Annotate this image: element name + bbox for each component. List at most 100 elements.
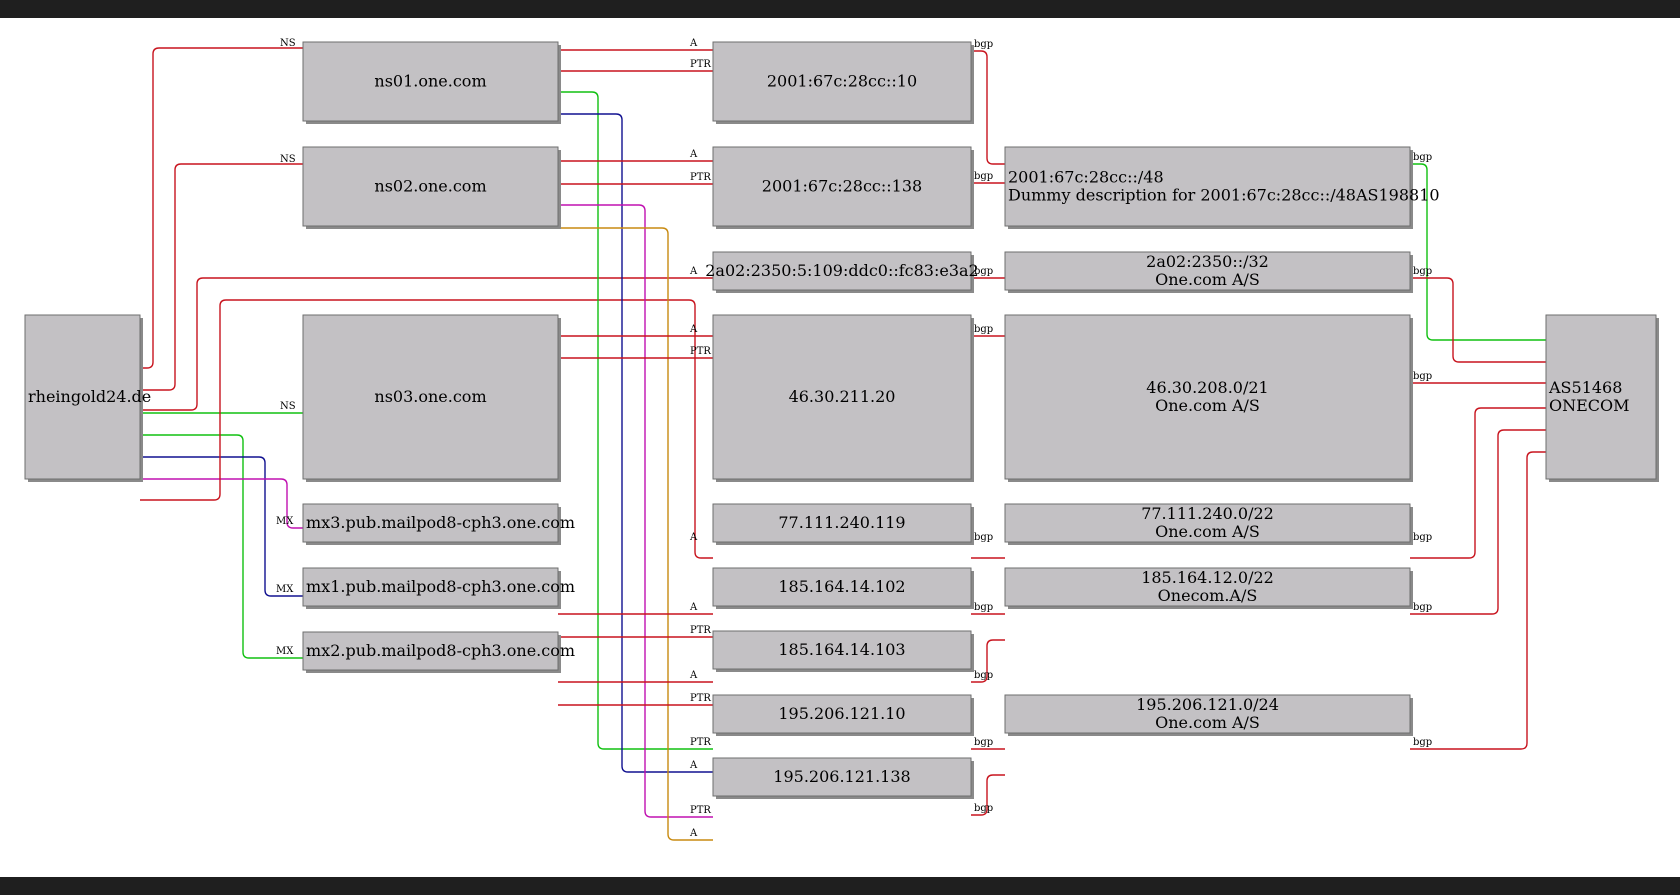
node-ns02[interactable]: ns02.one.com (302, 146, 561, 229)
edge-ip4-185-102-to-pfx-185: bgp (971, 602, 1005, 615)
node-ip4-195-10[interactable]: 195.206.121.10 (712, 694, 974, 736)
edge-ns02-to-ip4-195-138: A (558, 227, 713, 841)
node-label: Onecom.A/S (1158, 586, 1258, 605)
edge-ip4-195-10-to-pfx-195: bgp (971, 737, 1005, 750)
edge-label: bgp (974, 670, 993, 681)
edge-line (1410, 429, 1546, 615)
edge-ip4-185-103-to-pfx-185: bgp (971, 639, 1005, 683)
edge-rheingold-to-ns02: NS (140, 154, 303, 391)
node-ip6-138[interactable]: 2001:67c:28cc::138 (712, 146, 974, 229)
node-box (1004, 314, 1411, 480)
node-ip6-10[interactable]: 2001:67c:28cc::10 (712, 41, 974, 124)
edge-label: bgp (974, 532, 993, 543)
edge-label: NS (280, 38, 296, 49)
node-ns03[interactable]: ns03.one.com (302, 314, 561, 482)
node-ip4-77[interactable]: 77.111.240.119 (712, 503, 974, 545)
node-label: One.com A/S (1155, 270, 1260, 289)
edge-line (1410, 407, 1546, 559)
node-mx3[interactable]: mx3.pub.mailpod8-cph3.one.com (302, 503, 575, 545)
node-box (712, 251, 972, 291)
edge-ns02-to-ip6-138: PTR (558, 172, 713, 185)
node-box (302, 314, 559, 480)
node-mx1[interactable]: mx1.pub.mailpod8-cph3.one.com (302, 567, 575, 609)
edge-label: NS (280, 401, 296, 412)
edge-label: bgp (974, 39, 993, 50)
edge-line (140, 478, 303, 529)
node-label: 2001:67c:28cc::10 (767, 72, 917, 91)
node-ip4-185-102[interactable]: 185.164.14.102 (712, 567, 974, 609)
edge-line (140, 163, 303, 391)
edge-ns02-to-ip6-138: A (558, 149, 713, 162)
edge-label: PTR (690, 625, 711, 636)
edge-label: PTR (690, 693, 711, 704)
node-ip4-46[interactable]: 46.30.211.20 (712, 314, 974, 482)
edge-label: bgp (974, 171, 993, 182)
edge-label: A (689, 266, 698, 277)
node-box (712, 757, 972, 797)
edge-line (558, 227, 713, 841)
node-ip4-185-103[interactable]: 185.164.14.103 (712, 630, 974, 672)
edge-label: bgp (1413, 532, 1432, 543)
node-label: 2001:67c:28cc::/48 (1008, 168, 1164, 187)
edge-label: A (689, 602, 698, 613)
node-label: 46.30.208.0/21 (1146, 378, 1268, 397)
edge-mx2-to-ip4-185-103: PTR (558, 693, 713, 706)
node-box (712, 146, 972, 227)
edge-line (140, 277, 713, 411)
edge-pfx-77-to-as: bgp (1410, 407, 1546, 559)
node-label: ns01.one.com (374, 72, 486, 91)
edge-ns02-to-ip4-195-138: PTR (558, 204, 713, 818)
edge-pfx-195-to-as: bgp (1410, 451, 1546, 750)
node-box (302, 631, 559, 671)
node-box (712, 630, 972, 670)
node-rheingold[interactable]: rheingold24.de (24, 314, 151, 482)
edge-label: PTR (690, 172, 711, 183)
edge-line (1410, 277, 1546, 363)
edge-label: bgp (974, 737, 993, 748)
edge-ip4-46-to-pfx-46: bgp (971, 324, 1005, 337)
edge-label: bgp (1413, 737, 1432, 748)
edge-label: A (689, 670, 698, 681)
edge-label: bgp (974, 266, 993, 277)
node-box (302, 567, 559, 607)
edge-label: PTR (690, 59, 711, 70)
node-ns01[interactable]: ns01.one.com (302, 41, 561, 124)
edge-ip4-77-to-pfx-77: bgp (971, 532, 1005, 559)
edge-rheingold-to-mx1: MX (140, 456, 303, 597)
node-label: 185.164.12.0/22 (1141, 568, 1274, 587)
node-label: Dummy description for 2001:67c:28cc::/48… (1008, 186, 1440, 205)
node-label: 185.164.14.103 (778, 640, 905, 659)
node-label: mx1.pub.mailpod8-cph3.one.com (306, 577, 575, 596)
node-label: mx2.pub.mailpod8-cph3.one.com (306, 641, 575, 660)
edge-ns01-to-ip4-195-10: A (558, 113, 713, 773)
edge-ns01-to-ip6-10: PTR (558, 59, 713, 72)
edge-ns03-to-ip4-46: A (558, 324, 713, 337)
node-ip6-2a02[interactable]: 2a02:2350:5:109:ddc0::fc83:e3a2 (705, 251, 979, 293)
node-label: One.com A/S (1155, 396, 1260, 415)
node-box (712, 567, 972, 607)
edge-label: MX (276, 584, 294, 595)
edge-label: A (689, 324, 698, 335)
node-label: 77.111.240.119 (778, 513, 905, 532)
node-box (712, 41, 972, 122)
node-label: 195.206.121.138 (773, 767, 910, 786)
node-label: One.com A/S (1155, 713, 1260, 732)
edge-line (971, 774, 1005, 816)
edge-label: bgp (1413, 602, 1432, 613)
node-box (712, 314, 972, 480)
node-label: mx3.pub.mailpod8-cph3.one.com (306, 513, 575, 532)
node-ip4-195-138[interactable]: 195.206.121.138 (712, 757, 974, 799)
node-box (302, 41, 559, 122)
edge-label: A (689, 38, 698, 49)
node-mx2[interactable]: mx2.pub.mailpod8-cph3.one.com (302, 631, 575, 673)
edge-label: PTR (690, 346, 711, 357)
edge-rheingold-to-ns01: NS (140, 38, 303, 369)
edge-label: bgp (974, 803, 993, 814)
